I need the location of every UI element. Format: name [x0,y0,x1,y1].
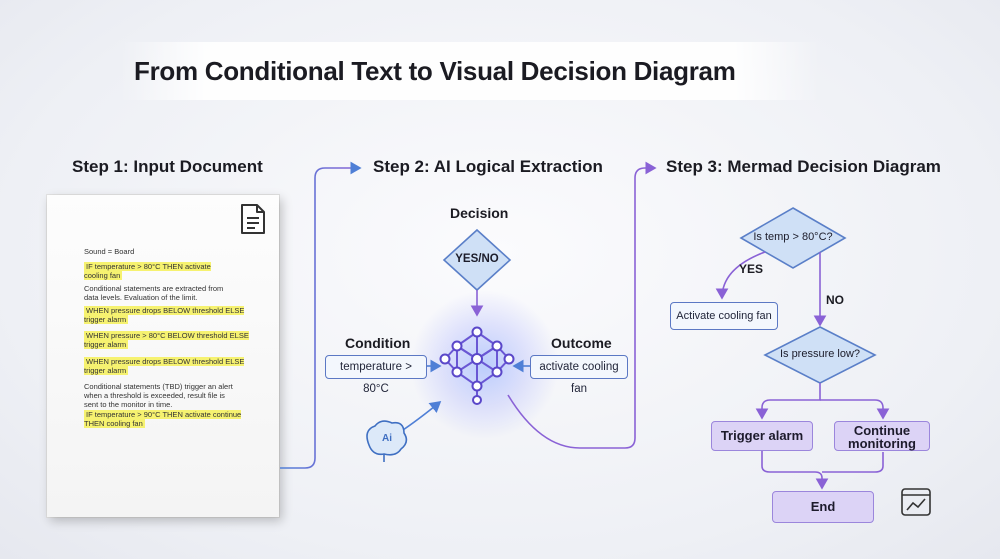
step3-heading: Step 3: Mermad Decision Diagram [666,157,941,176]
condition-value: temperature > 80°C [325,355,427,395]
document-line: WHEN pressure drops BELOW threshold ELSE… [84,306,245,324]
trigger-alarm-box: Trigger alarm [711,421,813,451]
alarm-edge [755,383,821,420]
document-line: WHEN pressure > 80°C BELOW threshold ELS… [84,331,249,349]
page-title: From Conditional Text to Visual Decision… [134,56,736,86]
continue-monitoring-box: Continue monitoring [834,421,930,451]
temp-decision-text: Is temp > 80°C? [753,231,833,243]
continue-monitoring-text: Continue monitoring [848,422,916,451]
document-icon [241,204,265,234]
step2-heading: Step 2: AI Logical Extraction [373,157,603,176]
pressure-decision-text: Is pressure low? [779,348,861,360]
document-line: IF temperature > 80°C THEN activate cool… [84,262,211,280]
activate-cooling-fan-box: Activate cooling fan [670,302,778,330]
outcome-value: activate cooling fan [530,355,628,395]
ai-brain-icon [366,420,408,462]
ai-arrow [399,400,442,433]
document-line: Conditional statements are extracted fro… [84,284,223,302]
monitor-to-end-edge [822,452,884,473]
yes-edge [715,251,766,300]
input-document [47,195,279,517]
decision-value: YES/NO [455,253,499,265]
plain-text: Conditional statements are extracted fro… [84,284,224,302]
document-line: WHEN pressure drops BELOW threshold ELSE… [84,357,245,375]
document-header: Sound = Board [84,247,135,256]
ai-badge: Ai [382,433,392,444]
outcome-label: Outcome [551,335,612,351]
monitor-edge [820,399,890,420]
yes-label: YES [739,262,764,276]
condition-label: Condition [345,335,411,351]
document-line: Conditional statements (TBD) trigger an … [84,382,233,409]
no-label: NO [826,293,844,307]
alarm-to-end-edge [761,450,829,490]
temp-decision-diamond [739,207,847,269]
plain-text: Conditional statements (TBD) trigger an … [84,382,233,409]
chart-icon [901,488,931,516]
title-band [120,42,820,100]
end-box: End [772,491,874,523]
decision-label: Decision [450,205,509,221]
document-line: IF temperature > 90°C THEN activate cont… [84,410,242,428]
connector-extraction-to-diagram [507,161,657,449]
connector-doc-to-extraction [280,161,362,469]
neural-network-nodes [439,326,515,405]
step1-heading: Step 1: Input Document [72,157,263,176]
